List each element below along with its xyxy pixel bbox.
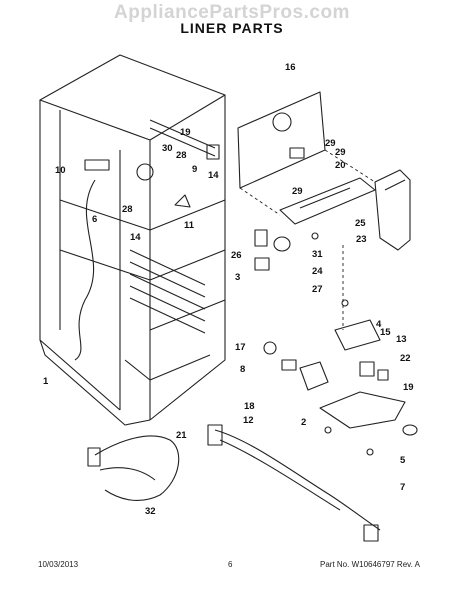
callout-13: 13	[396, 334, 407, 345]
footer-date: 10/03/2013	[38, 560, 79, 569]
part-19b	[402, 424, 418, 436]
callout-28: 28	[122, 204, 133, 215]
page-title: LINER PARTS	[180, 20, 284, 36]
callout-1: 1	[43, 376, 49, 387]
callout-14: 14	[208, 170, 219, 181]
callout-24: 24	[312, 266, 323, 277]
callout-31: 31	[312, 249, 323, 260]
callout-23: 23	[356, 234, 367, 245]
footer-page: 6	[228, 560, 233, 569]
part-26	[254, 229, 268, 247]
callout-25: 25	[355, 218, 366, 229]
wire-harness-21	[94, 435, 180, 501]
wire-harness-7	[214, 429, 381, 531]
callout-5: 5	[400, 455, 406, 466]
callout-14: 14	[130, 232, 141, 243]
callout-15: 15	[380, 327, 391, 338]
part-5	[366, 448, 374, 456]
fan-blade	[174, 194, 191, 208]
screw	[324, 426, 332, 434]
air-duct	[374, 169, 411, 251]
callout-27: 27	[312, 284, 323, 295]
callout-26: 26	[231, 250, 242, 261]
callout-17: 17	[235, 342, 246, 353]
callout-21: 21	[176, 430, 187, 441]
callout-19: 19	[180, 127, 191, 138]
watermark: AppliancePartsPros.com	[114, 2, 350, 23]
rear-cover-panel	[237, 91, 326, 189]
callout-9: 9	[192, 164, 197, 175]
callout-12: 12	[243, 415, 254, 426]
callout-10: 10	[55, 165, 66, 176]
callout-29: 29	[335, 147, 346, 158]
callout-18: 18	[244, 401, 255, 412]
part-19a	[206, 144, 220, 160]
callout-16: 16	[285, 62, 296, 73]
callout-7: 7	[400, 482, 405, 493]
part-3	[254, 257, 270, 271]
control-cover	[279, 177, 376, 225]
callout-19: 19	[403, 382, 414, 393]
callout-4: 4	[376, 319, 382, 330]
callout-6: 6	[92, 214, 97, 225]
callout-22: 22	[400, 353, 411, 364]
callout-8: 8	[240, 364, 245, 375]
light-bulb	[263, 341, 277, 355]
callout-28: 28	[176, 150, 187, 161]
part-22	[377, 369, 389, 381]
callout-11: 11	[184, 220, 195, 231]
part-31	[311, 232, 319, 240]
liner-cabinet	[39, 54, 226, 426]
callout-32: 32	[145, 506, 156, 517]
callout-20: 20	[335, 160, 346, 171]
part-24	[273, 236, 291, 252]
damper	[299, 361, 329, 391]
callout-3: 3	[235, 272, 240, 283]
callout-29: 29	[325, 138, 336, 149]
part-27	[341, 299, 349, 307]
lower-housing	[319, 391, 406, 429]
fan-motor	[136, 163, 154, 181]
callout-29: 29	[292, 186, 303, 197]
light-socket	[281, 359, 297, 371]
callout-30: 30	[162, 143, 173, 154]
control-board	[334, 319, 381, 351]
callout-2: 2	[301, 417, 306, 428]
part-15	[359, 361, 375, 377]
part-10	[84, 159, 110, 171]
footer-part-info: Part No. W10646797 Rev. A	[320, 560, 420, 569]
